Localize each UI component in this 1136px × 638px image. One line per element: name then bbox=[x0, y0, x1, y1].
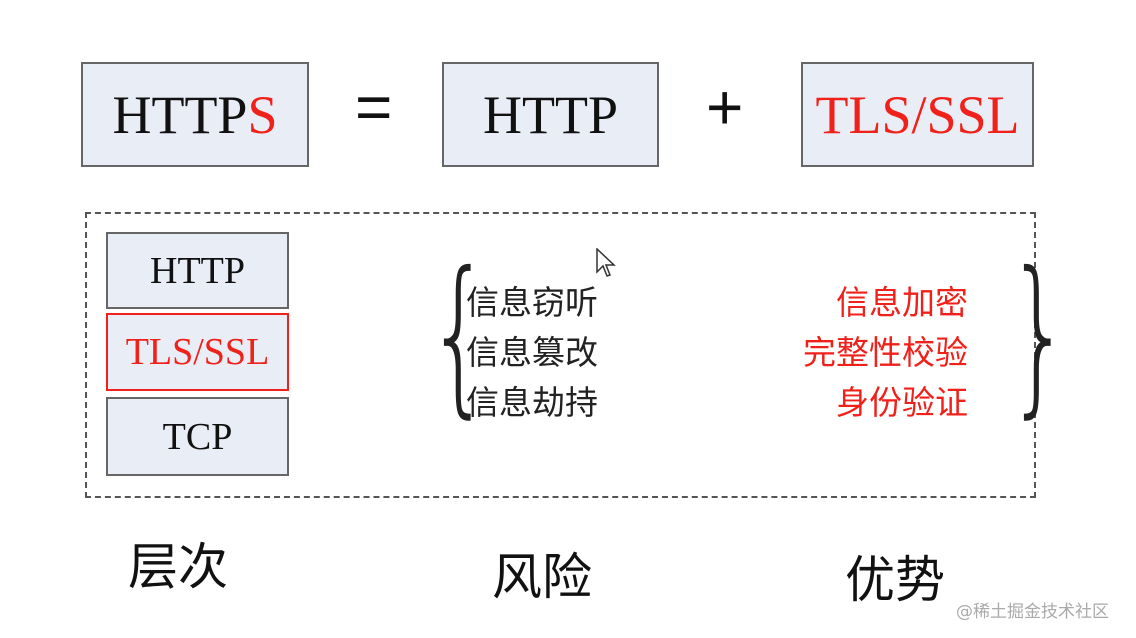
risk-item: 信息篡改 bbox=[466, 333, 598, 372]
tls-box: TLS/SSL bbox=[801, 62, 1034, 167]
right-brace-icon: } bbox=[1006, 236, 1072, 434]
stack-tls: TLS/SSL bbox=[106, 313, 289, 391]
left-brace-icon: { bbox=[426, 236, 492, 434]
risk-item: 信息窃听 bbox=[466, 283, 598, 322]
equals-sign: = bbox=[355, 71, 393, 143]
label-benefit: 优势 bbox=[845, 551, 945, 609]
cursor-icon bbox=[596, 248, 616, 277]
stack-tcp: TCP bbox=[106, 397, 289, 476]
label-risk: 风险 bbox=[492, 548, 592, 606]
https-suffix: S bbox=[247, 84, 278, 145]
watermark: @稀土掘金技术社区 bbox=[956, 602, 1109, 622]
stack-http: HTTP bbox=[106, 232, 289, 309]
benefit-item: 完整性校验 bbox=[803, 333, 968, 372]
benefit-item: 身份验证 bbox=[836, 383, 968, 422]
risk-list: 信息窃听 信息篡改 信息劫持 bbox=[466, 278, 598, 428]
https-prefix: HTTP bbox=[112, 84, 248, 145]
http-box: HTTP bbox=[442, 62, 659, 167]
plus-sign: + bbox=[706, 71, 744, 143]
label-layer: 层次 bbox=[128, 538, 228, 596]
dashed-frame bbox=[85, 212, 1036, 498]
risk-item: 信息劫持 bbox=[466, 383, 598, 422]
benefit-item: 信息加密 bbox=[836, 283, 968, 322]
benefit-list: 信息加密 完整性校验 身份验证 bbox=[803, 278, 968, 428]
